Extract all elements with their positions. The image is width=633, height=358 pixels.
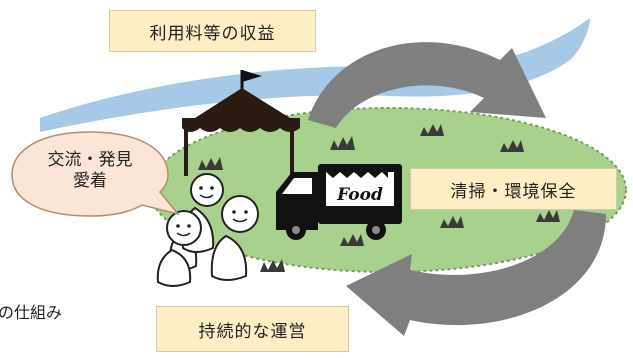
person-icon [156, 173, 259, 287]
exchange-line-1: 交流・発見 [47, 150, 133, 170]
cleaning-label: 清掃・環境保全 [450, 181, 577, 202]
operation-label: 持続的な運営 [198, 321, 307, 342]
cycle-arrow-icon [308, 42, 606, 336]
exchange-bubble-text: 交流・発見 愛着 [22, 150, 158, 192]
speech-bubble [11, 131, 181, 217]
caption: の仕組み [0, 303, 63, 322]
revenue-label: 利用料等の収益 [149, 23, 276, 44]
cleaning-label-box: 清掃・環境保全 [410, 168, 617, 210]
revenue-label-box: 利用料等の収益 [109, 10, 316, 52]
tent-icon [182, 70, 300, 176]
exchange-line-2: 愛着 [73, 171, 107, 191]
food-truck-sign: Food [336, 185, 383, 205]
operation-label-box: 持続的な運営 [156, 306, 349, 352]
sky-stream [40, 18, 590, 132]
food-truck-icon [276, 164, 402, 240]
person-faces [176, 186, 248, 237]
grass-tuft-icon [198, 124, 560, 272]
